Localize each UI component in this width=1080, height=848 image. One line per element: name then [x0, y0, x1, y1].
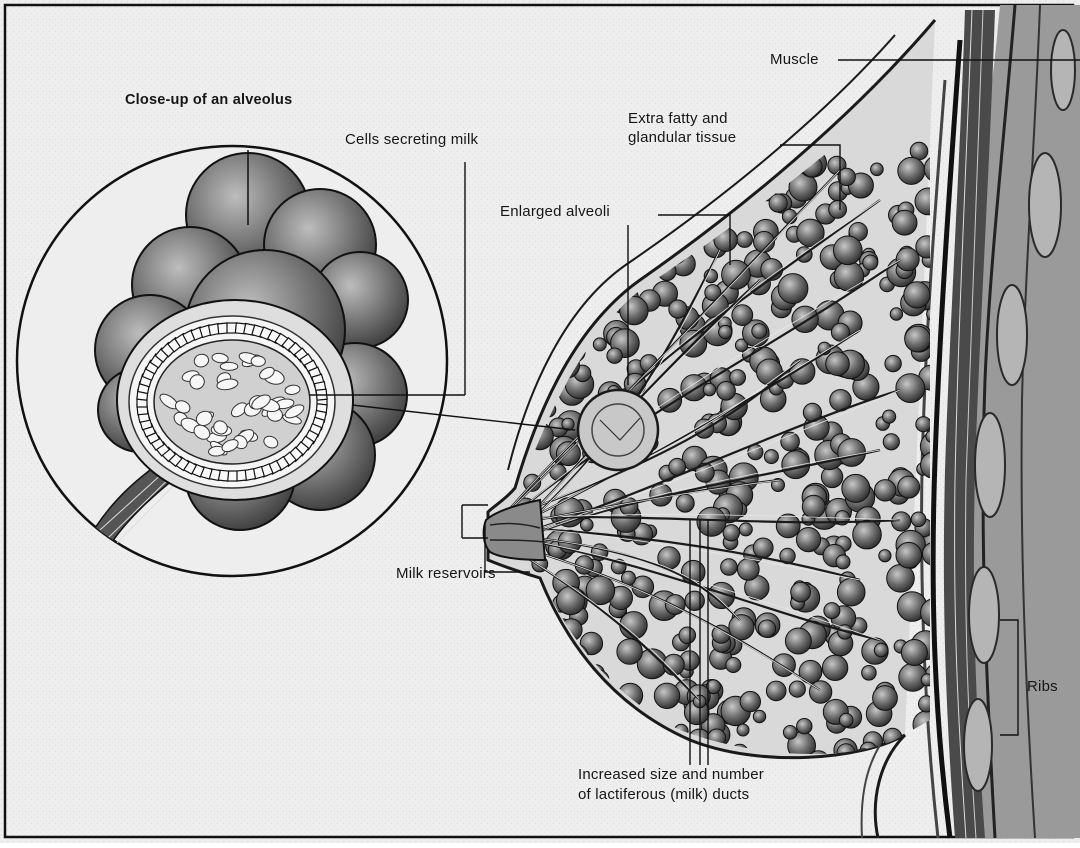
alveolus — [782, 451, 810, 479]
alveolus — [885, 355, 901, 371]
label-enlarged-alveoli: Enlarged alveoli — [500, 203, 610, 220]
alveolus — [753, 538, 773, 558]
alveolus — [916, 417, 931, 432]
alveolus — [898, 157, 925, 184]
alveolus — [732, 305, 753, 326]
alveolus — [654, 683, 679, 708]
alveolus — [703, 383, 715, 395]
alveolus — [669, 300, 687, 318]
alveolus — [904, 282, 930, 308]
alveolus — [896, 374, 925, 403]
alveolus — [911, 512, 926, 527]
label-ducts-line2: of lactiferous (milk) ducts — [578, 786, 749, 803]
alveolus — [862, 666, 877, 681]
milk-droplet — [220, 362, 238, 370]
alveolus — [896, 248, 919, 271]
alveolus — [890, 308, 902, 320]
alveolus — [737, 559, 759, 581]
highlighted-alveolus — [578, 390, 658, 470]
label-ribs: Ribs — [1027, 678, 1058, 695]
label-milk-reservoirs: Milk reservoirs — [396, 565, 496, 582]
alveolus — [726, 658, 741, 673]
alveolus — [883, 434, 899, 450]
alveolus-closeup — [17, 146, 447, 576]
alveolus — [796, 528, 820, 552]
alveolus — [898, 476, 920, 498]
alveolus — [722, 260, 751, 289]
alveolus — [871, 163, 884, 176]
alveolus — [785, 628, 811, 654]
alveolus — [607, 348, 622, 363]
label-cells-secreting-milk: Cells secreting milk — [345, 131, 478, 148]
alveolus — [752, 324, 767, 339]
alveolus — [837, 578, 865, 606]
alveolus — [836, 555, 850, 569]
alveolus — [620, 612, 647, 639]
alveolus — [753, 710, 765, 722]
alveolus — [873, 686, 898, 711]
alveolus — [834, 236, 863, 265]
alveolus — [838, 439, 866, 467]
alveolus — [789, 681, 805, 697]
alveolus — [764, 450, 778, 464]
alveolus — [719, 325, 732, 338]
label-extra-fatty-line2: glandular tissue — [628, 129, 736, 146]
alveolus — [883, 410, 896, 423]
alveolus — [697, 507, 726, 536]
alveolus — [826, 352, 850, 376]
alveolus — [892, 512, 911, 531]
alveolus — [676, 494, 694, 512]
label-muscle: Muscle — [770, 51, 819, 68]
alveolus — [769, 194, 787, 212]
alveolus — [874, 643, 888, 657]
alveolus — [905, 326, 931, 352]
alveolus — [679, 627, 696, 644]
alveolus — [739, 523, 752, 536]
alveolus — [617, 639, 642, 664]
alveolus — [723, 525, 739, 541]
alveolus — [783, 726, 797, 740]
alveolus — [797, 719, 812, 734]
alveolus — [593, 338, 606, 351]
alveolus — [802, 495, 825, 518]
alveolus — [829, 201, 847, 219]
alveolus — [721, 559, 738, 576]
closeup-title: Close-up of an alveolus — [125, 92, 292, 109]
alveolus — [842, 474, 870, 502]
label-extra-fatty-line1: Extra fatty and — [628, 110, 728, 127]
alveolus — [824, 603, 840, 619]
alveolus — [853, 520, 882, 549]
alveolus — [896, 542, 922, 568]
alveolus — [557, 586, 585, 614]
alveolus — [758, 620, 775, 637]
label-ducts-line1: Increased size and number — [578, 766, 764, 783]
alveolus — [778, 274, 808, 304]
alveolus — [901, 640, 927, 666]
alveolus — [766, 681, 786, 701]
alveolus — [791, 582, 811, 602]
alveolus — [737, 724, 749, 736]
alveolus — [665, 595, 685, 615]
alveolus — [879, 550, 891, 562]
alveolus — [685, 591, 704, 610]
alveolus — [875, 480, 896, 501]
milk-droplet — [251, 356, 266, 367]
alveolus — [839, 713, 853, 727]
alveolus — [892, 210, 917, 235]
alveolus — [740, 691, 760, 711]
alveolus — [581, 519, 594, 532]
alveolus — [737, 232, 753, 248]
alveolus — [776, 514, 800, 538]
alveolus — [717, 382, 736, 401]
alveolus — [822, 655, 847, 680]
alveolus — [863, 255, 878, 270]
